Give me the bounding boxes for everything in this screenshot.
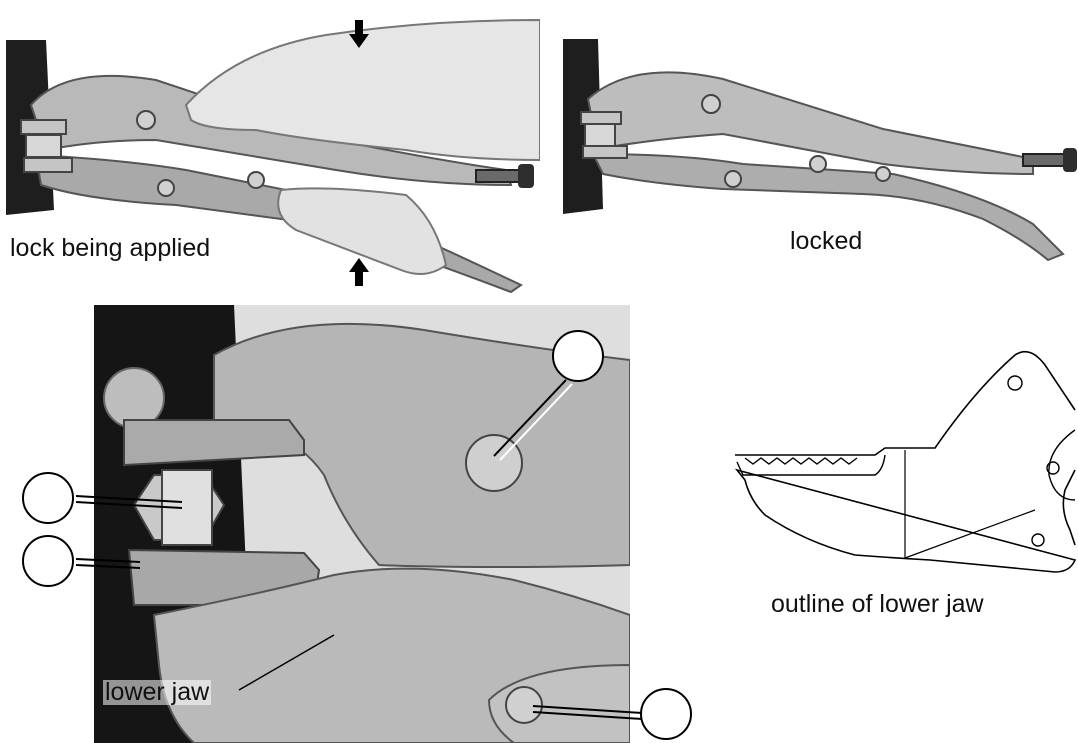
rivet [137, 111, 155, 129]
caption-locked: locked [790, 229, 862, 254]
callout-circle-upper-rivet [552, 330, 604, 382]
outline-drawing [725, 330, 1078, 575]
rivet [702, 95, 720, 113]
adjusting-screw [1023, 154, 1068, 166]
pivot-hole [1032, 534, 1044, 546]
bolt [26, 135, 61, 157]
bolt [162, 470, 212, 545]
photo-lock-being-applied: lock being applied [6, 10, 540, 295]
callout-circle-lower-teeth [22, 535, 74, 587]
photo-locked: locked [563, 24, 1078, 262]
lower-jaw-outline-svg [725, 330, 1078, 575]
callout-circle-bolt [22, 472, 74, 524]
rivet [466, 435, 522, 491]
callout-circle-lower-rivet [640, 688, 692, 740]
pivot-hole [1008, 376, 1022, 390]
jaw-teeth [745, 458, 857, 464]
photo-lower-jaw-closeup: lower jaw [94, 305, 630, 743]
bolt [585, 124, 615, 146]
rivet [506, 687, 542, 723]
lower-jaw-label: lower jaw [103, 680, 211, 705]
caption-outline-of-lower-jaw: outline of lower jaw [771, 592, 984, 617]
caption-lock-being-applied: lock being applied [10, 236, 210, 261]
adjusting-screw [476, 170, 521, 182]
